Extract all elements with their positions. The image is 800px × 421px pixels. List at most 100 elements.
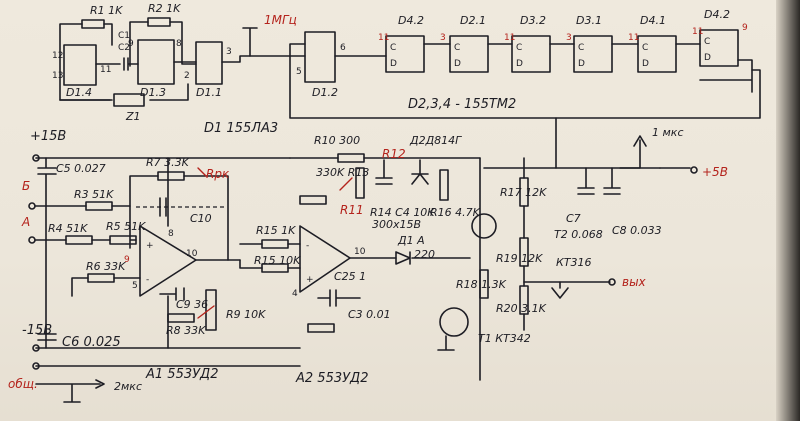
d2-label: Д2Д814Г xyxy=(409,134,462,147)
transistor-t1 xyxy=(439,307,469,337)
svg-text:9: 9 xyxy=(128,39,134,49)
t1-ground xyxy=(437,335,455,351)
resistor-r13 xyxy=(299,195,327,205)
d2-type-label: D2,3,4 - 155ТМ2 xyxy=(408,97,516,112)
resistor-r6 xyxy=(87,273,115,283)
c8-label: C8 0.033 xyxy=(612,224,662,237)
r9-trim xyxy=(197,305,215,319)
svg-text:11: 11 xyxy=(692,27,703,37)
ff-label-1: D2.1 xyxy=(460,14,486,27)
gate-d1-2: D1.2 xyxy=(304,31,338,99)
rpk-label: Rрк xyxy=(206,167,230,181)
crystal-wire xyxy=(59,83,189,101)
d1-type-label: D1 155ЛА3 xyxy=(204,121,278,136)
svg-text:C: C xyxy=(642,43,648,53)
d11-label: D1.1 xyxy=(196,86,222,99)
svg-text:D: D xyxy=(516,59,523,69)
r1-label: R1 1K xyxy=(90,4,123,17)
out-arrow xyxy=(551,281,569,299)
ff-d3-1 xyxy=(573,35,613,73)
svg-text:C: C xyxy=(390,43,396,53)
a2-label: A2 553УД2 xyxy=(295,371,368,386)
ff-label-0: D4.2 xyxy=(398,14,424,27)
r6-label: R6 33K xyxy=(86,260,126,273)
svg-text:C: C xyxy=(704,37,710,47)
svg-text:C: C xyxy=(578,43,584,53)
input-b-label: Б xyxy=(22,179,30,193)
resistor-r15 xyxy=(261,239,289,249)
resistor-r8 xyxy=(167,313,195,323)
c4-label: 300x15В xyxy=(372,218,421,231)
cap-c3 xyxy=(317,289,361,307)
gnd-label: общ. xyxy=(8,377,38,391)
ff-d3-2 xyxy=(511,35,551,73)
pulse-tap-wire xyxy=(555,117,647,169)
r11-mark xyxy=(339,177,353,191)
c10-label: C10 xyxy=(190,212,212,225)
c25-label: C25 1 xyxy=(334,270,366,283)
resistor-r9 xyxy=(205,289,217,331)
r10-label: R10 300 xyxy=(314,134,360,147)
ff-out-wire xyxy=(699,59,753,93)
transistor-t2 xyxy=(471,213,497,239)
r7-wire xyxy=(129,175,229,261)
ff-chain-wire xyxy=(334,43,701,57)
d12-label: D1.2 xyxy=(312,86,338,99)
svg-text:D: D xyxy=(704,53,711,63)
r15-label: R15 1K xyxy=(256,224,296,237)
svg-text:5: 5 xyxy=(296,67,302,77)
cap-c5 xyxy=(37,157,57,349)
svg-text:10: 10 xyxy=(354,247,366,257)
r8-label: R8 33K xyxy=(166,324,206,337)
svg-text:11: 11 xyxy=(628,33,639,43)
ff-label-3: D3.1 xyxy=(576,14,602,27)
page-edge-shadow xyxy=(776,0,800,421)
resistor-r15-bottom xyxy=(307,323,335,333)
c7-label: C7 xyxy=(566,212,581,225)
ff-d4-2b xyxy=(699,29,739,67)
c5-label: C5 0.027 xyxy=(56,162,106,175)
svg-text:-: - xyxy=(146,275,149,285)
svg-text:3: 3 xyxy=(440,33,446,43)
a2-input-wires xyxy=(239,243,301,269)
svg-text:C: C xyxy=(516,43,522,53)
d13-label: D1.3 xyxy=(140,86,166,99)
feedback-wire xyxy=(289,43,761,119)
svg-text:3: 3 xyxy=(226,47,232,57)
plus5-label: +5В xyxy=(702,165,728,179)
svg-text:9: 9 xyxy=(742,23,748,33)
caps-c7-c8 xyxy=(577,167,621,195)
svg-text:13: 13 xyxy=(52,71,63,81)
svg-text:C: C xyxy=(454,43,460,53)
resistor-r7 xyxy=(157,171,185,181)
minus15-label: -15В xyxy=(22,323,52,338)
d1a-label: Д1 А xyxy=(397,234,425,247)
resistor-r3 xyxy=(85,201,113,211)
rpk-mark xyxy=(197,167,207,177)
svg-text:3: 3 xyxy=(566,33,572,43)
resistor-r4 xyxy=(65,235,93,245)
svg-text:+: + xyxy=(146,241,154,251)
r16-label: R16 4.7K xyxy=(430,206,481,219)
svg-text:D: D xyxy=(642,59,649,69)
flipflop-chain: D4.2 D2.1 D3.2 D3.1 D4.1 D4.2 11 3 11 3 … xyxy=(334,8,753,93)
svg-text:11: 11 xyxy=(378,33,389,43)
svg-text:4: 4 xyxy=(292,289,298,299)
resistor-r11 xyxy=(355,167,365,199)
r2-label: R2 1K xyxy=(148,2,181,15)
r6-wire xyxy=(71,277,141,297)
c6-label: C6 0.025 xyxy=(62,335,121,350)
resistor-r10 xyxy=(337,153,365,163)
r19-label: R19 12K xyxy=(496,252,543,265)
c3-label: C3 0.01 xyxy=(348,308,391,321)
svg-text:10: 10 xyxy=(186,249,198,259)
opamp-a1: + - 9 5 10 8 xyxy=(124,225,198,297)
c2-label: C2 xyxy=(118,43,130,53)
r5-label: R5 51K xyxy=(106,220,146,233)
c9-label: C9 36 xyxy=(176,298,208,311)
r3-label: R3 51K xyxy=(74,188,114,201)
a1-label: A1 553УД2 xyxy=(145,367,218,382)
ff-label-4: D4.1 xyxy=(640,14,666,27)
r11-label: R11 xyxy=(340,203,364,217)
